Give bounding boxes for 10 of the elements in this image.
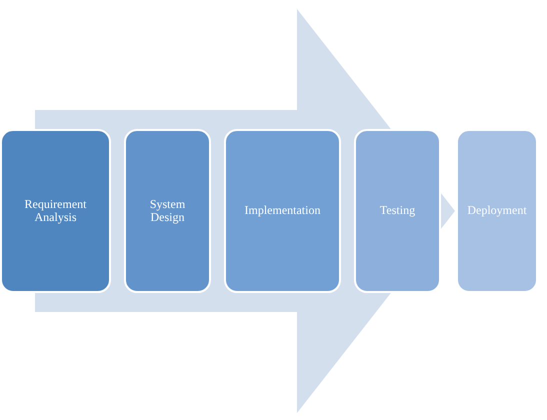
step-label: System Design — [148, 198, 186, 224]
step-label: Requirement Analysis — [24, 198, 88, 224]
process-box — [456, 129, 538, 293]
step-label: Implementation — [244, 204, 320, 218]
step-label: Testing — [380, 204, 416, 218]
step-label: Deployment — [467, 204, 527, 218]
process-box — [224, 129, 341, 293]
process-box — [124, 129, 211, 293]
process-box — [354, 129, 441, 293]
process-box — [0, 129, 111, 293]
